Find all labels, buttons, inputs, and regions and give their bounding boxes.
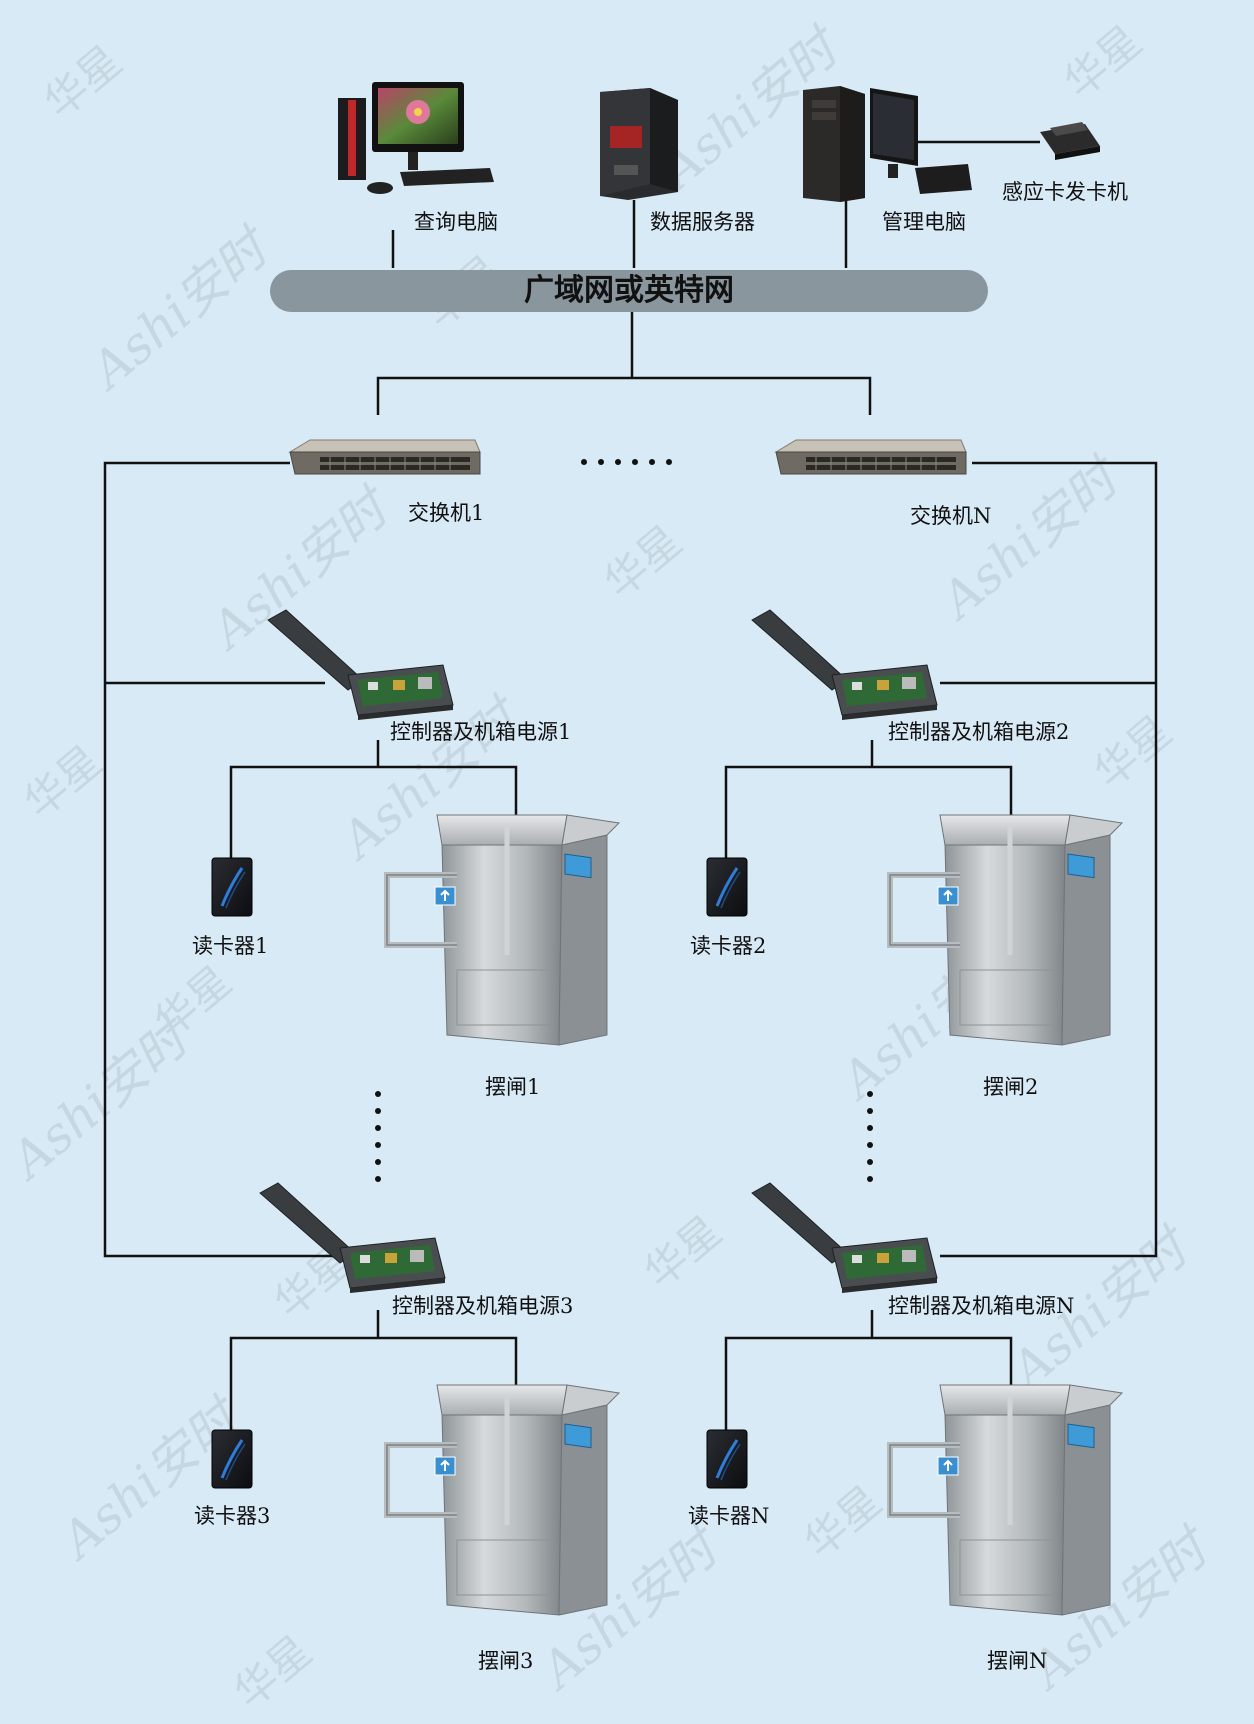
watermark-text: 华星 (35, 36, 131, 128)
controller-label: 控制器及机箱电源1 (390, 720, 572, 744)
admin-computer-label: 管理电脑 (882, 210, 966, 234)
switch-icon (775, 439, 967, 475)
watermark-text: 华星 (795, 1476, 891, 1568)
switch-label: 交换机N (910, 504, 992, 528)
card-reader-icon (705, 1428, 749, 1490)
controller-box-icon (267, 609, 454, 721)
connection-lines (103, 140, 1158, 1430)
swing-gate-icon (387, 815, 619, 1045)
switch-icon (289, 439, 481, 475)
query-computer-label: 查询电脑 (414, 210, 498, 234)
reader-label: 读卡器3 (194, 1504, 271, 1528)
watermark-text: Ashi安时 (77, 215, 284, 401)
controller-box-icon (751, 1182, 938, 1294)
data-server-label: 数据服务器 (650, 210, 755, 234)
watermark-text: 华星 (1085, 706, 1181, 798)
watermark-text: 华星 (1055, 16, 1151, 108)
network-label: 广域网或英特网 (524, 273, 734, 308)
gate-label: 摆闸2 (983, 1075, 1039, 1099)
swing-gate-icon (387, 1385, 619, 1615)
gate-label: 摆闸3 (478, 1649, 534, 1673)
controller-box-icon (751, 609, 938, 721)
watermark-text: Ashi安时 (0, 1005, 204, 1191)
watermark-text: 华星 (595, 516, 691, 608)
card-reader-icon (705, 856, 749, 918)
gate-label: 摆闸N (987, 1649, 1048, 1673)
gate-label: 摆闸1 (485, 1075, 541, 1099)
watermark-text: 华星 (635, 1206, 731, 1298)
switch-label: 交换机1 (408, 501, 485, 525)
reader-label: 读卡器1 (192, 934, 269, 958)
swing-gate-icon (890, 1385, 1122, 1615)
watermark-text: 华星 (15, 736, 111, 828)
card-reader-icon (210, 1428, 254, 1490)
controller-label: 控制器及机箱电源N (888, 1294, 1075, 1318)
card-reader-icon (210, 856, 254, 918)
computer-icon (803, 86, 972, 202)
reader-label: 读卡器N (688, 1504, 770, 1528)
controller-label: 控制器及机箱电源2 (888, 720, 1070, 744)
watermark-text: 华星 (225, 1626, 321, 1718)
network-bar (270, 270, 988, 312)
computer-icon (338, 82, 494, 194)
card-issuer-icon (1040, 122, 1100, 160)
reader-label: 读卡器2 (690, 934, 767, 958)
controller-label: 控制器及机箱电源3 (392, 1294, 574, 1318)
ellipsis-dots (375, 459, 873, 1182)
card-issuer-label: 感应卡发卡机 (1002, 180, 1128, 204)
server-icon (600, 88, 678, 200)
